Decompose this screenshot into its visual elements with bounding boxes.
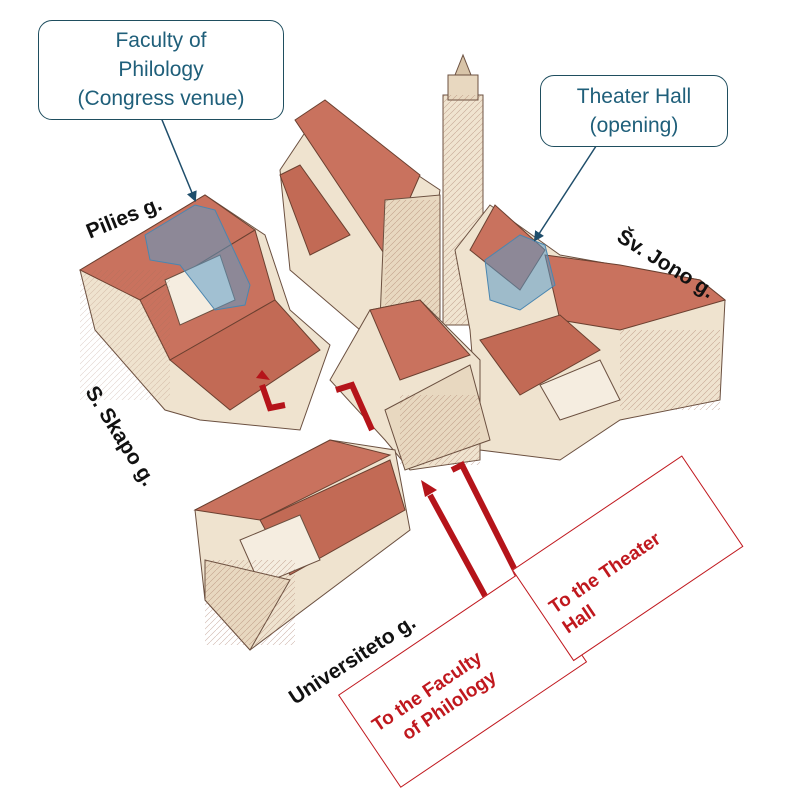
building-right-quarter <box>454 204 727 461</box>
callout-line: (Congress venue) <box>77 87 245 110</box>
route-inner-left <box>256 370 286 412</box>
leader-arrow-icon <box>159 114 197 202</box>
callout-line: (opening) <box>589 114 679 137</box>
route-arrow-icon <box>421 480 437 497</box>
leader-arrow-icon <box>533 139 601 242</box>
building-central <box>329 299 491 471</box>
building-church <box>279 99 441 331</box>
philology-highlight <box>144 204 251 311</box>
theater-highlight <box>484 234 556 311</box>
route-theater <box>450 460 528 592</box>
callout-line: Philology <box>118 58 204 81</box>
building-bottom-quarter <box>193 439 411 651</box>
route-arrow-icon <box>256 370 270 380</box>
route-inner-mid <box>335 381 375 432</box>
callout-line: Theater Hall <box>576 85 692 108</box>
callout-line: Faculty of <box>115 29 207 52</box>
callout-faculty-philology: Faculty of Philology (Congress venue) <box>38 20 284 120</box>
route-philology <box>421 480 493 607</box>
callout-theater-hall: Theater Hall (opening) <box>540 75 728 147</box>
